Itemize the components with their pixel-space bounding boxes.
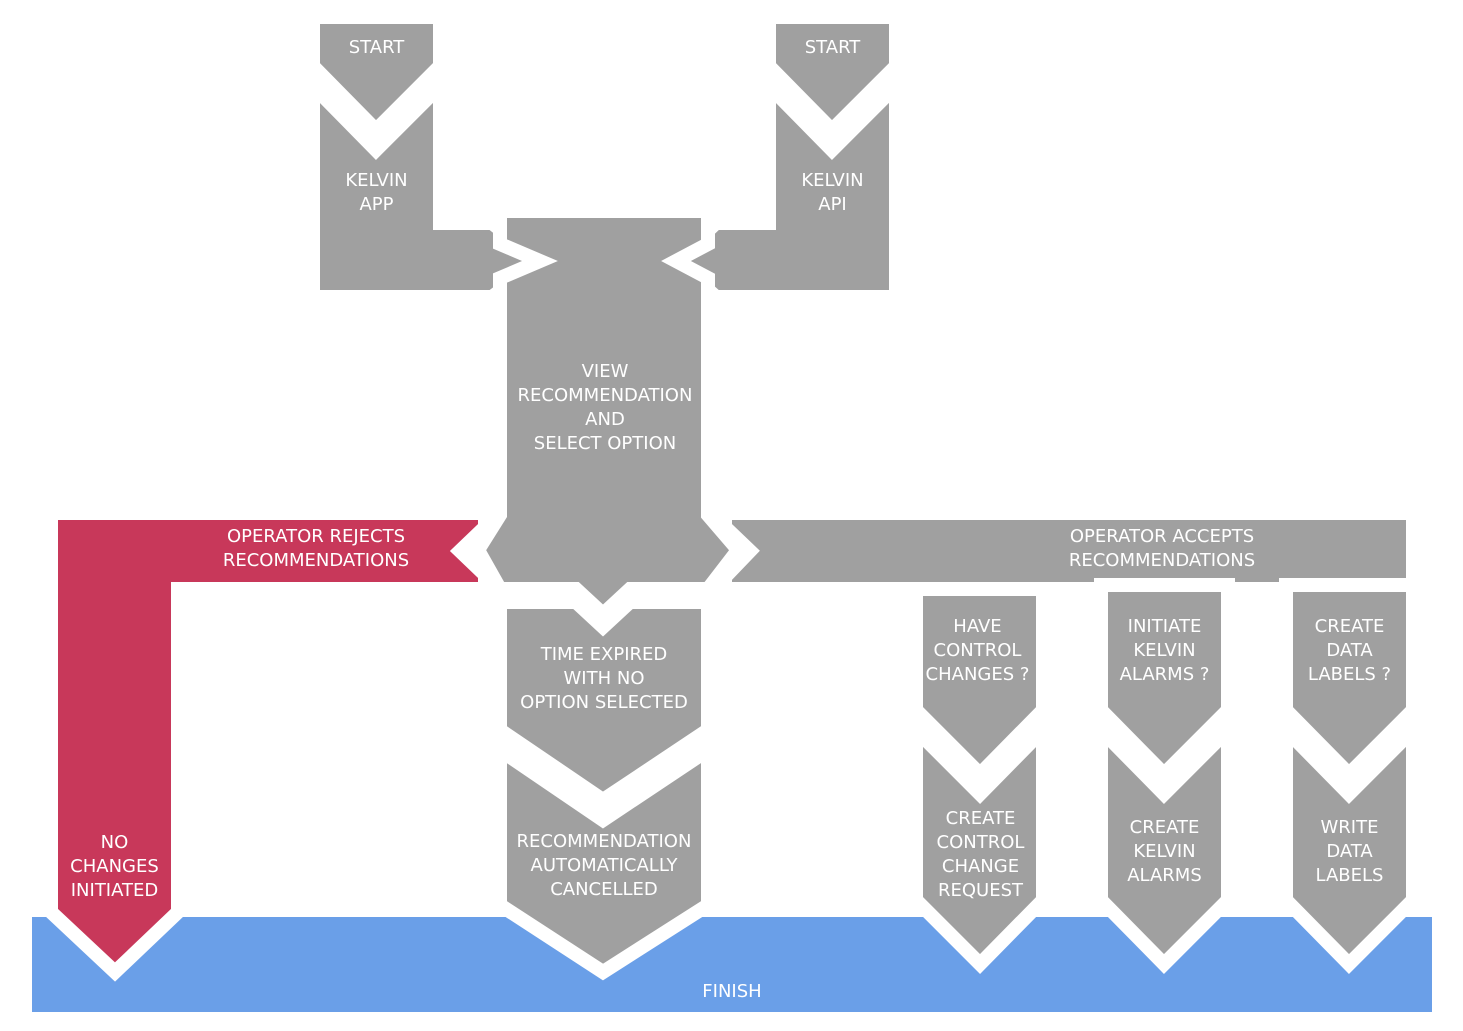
create-alarms-step (1094, 712, 1235, 974)
create-labels-question-step (1279, 578, 1420, 784)
operator-accepts-step (718, 506, 1420, 596)
kelvin-api-step (665, 68, 903, 304)
kelvin-api-label: KELVIN API (801, 170, 864, 215)
kelvin-app-step (306, 68, 552, 304)
time-expired-step (493, 595, 715, 809)
have-control-changes-label: HAVE CONTROL CHANGES ? (925, 616, 1030, 685)
initiate-alarms-step (1094, 578, 1235, 784)
write-labels-label: WRITE DATA LABELS (1315, 817, 1384, 886)
have-control-changes-step (909, 582, 1050, 784)
auto-cancelled-step (493, 736, 715, 981)
create-control-change-label: CREATE CONTROL CHANGE REQUEST (936, 808, 1025, 901)
finish-label: FINISH (702, 981, 762, 1002)
kelvin-app-label: KELVIN APP (345, 170, 408, 215)
initiate-alarms-label: INITIATE KELVIN ALARMS ? (1119, 616, 1210, 685)
view-recommendation-step (469, 204, 748, 624)
start-left-step (306, 10, 447, 140)
start-left-label: START (348, 37, 405, 58)
create-labels-question-label: CREATE DATA LABELS ? (1307, 616, 1392, 685)
auto-cancelled-label: RECOMMENDATION AUTOMATICALLY CANCELLED (516, 831, 692, 900)
time-expired-label: TIME EXPIRED WITH NO OPTION SELECTED (520, 644, 688, 713)
create-control-change-step (909, 712, 1050, 974)
start-right-step (762, 10, 903, 140)
operator-accepts-label: OPERATOR ACCEPTS RECOMMENDATIONS (1068, 526, 1256, 571)
no-changes-label: NO CHANGES INITIATED (70, 832, 159, 901)
create-alarms-label: CREATE KELVIN ALARMS (1127, 817, 1202, 886)
start-right-label: START (804, 37, 861, 58)
view-recommendation-label: VIEW RECOMMENDATION AND SELECT OPTION (517, 361, 693, 454)
write-labels-step (1279, 712, 1420, 974)
operator-rejects-step (44, 506, 492, 982)
operator-rejects-label: OPERATOR REJECTS RECOMMENDATIONS (222, 526, 410, 571)
